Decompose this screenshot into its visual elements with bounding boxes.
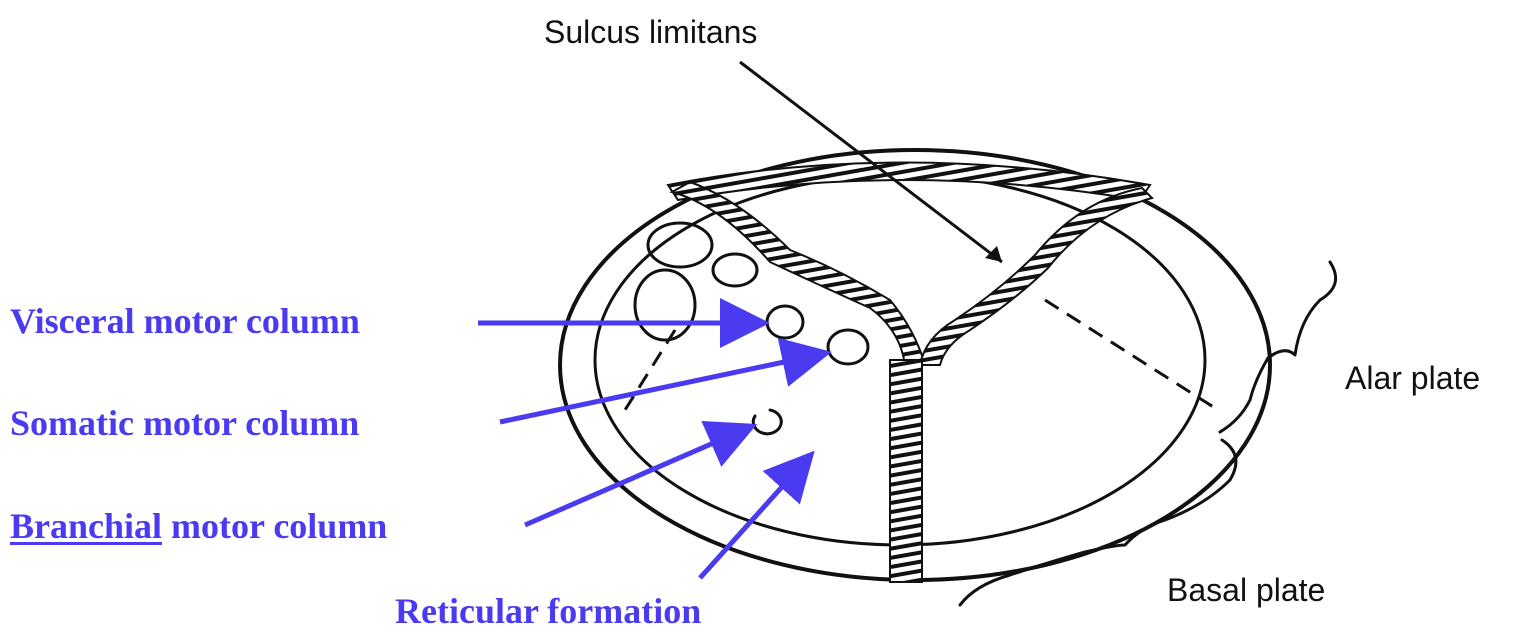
branchial-rest: motor column [162, 506, 387, 546]
ventricle-lining-right [920, 188, 1152, 365]
divider-dashed-left [625, 330, 675, 410]
ventricle-roof [668, 163, 1150, 201]
branchial-motor-label: Branchial motor column [10, 505, 387, 547]
alar-plate-brace [1220, 262, 1336, 432]
basal-plate-label: Basal plate [1167, 572, 1325, 609]
visceral-nucleus [767, 306, 803, 338]
reticular-arrow [700, 458, 808, 578]
sulcus-pointer-line [740, 62, 1002, 262]
reticular-formation-label: Reticular formation [395, 590, 701, 632]
divider-dashed-right [1045, 300, 1215, 408]
somatic-nucleus [828, 330, 868, 364]
sulcus-limitans-label: Sulcus limitans [544, 14, 757, 51]
visceral-motor-label: Visceral motor column [10, 300, 360, 342]
somatic-motor-label: Somatic motor column [10, 402, 359, 444]
median-raphe [890, 360, 922, 582]
alar-plate-label: Alar plate [1345, 360, 1480, 397]
ventricle-lining-left [672, 182, 925, 365]
sulcus-pointer-head [985, 246, 1002, 262]
nucleus-circle-2 [713, 254, 757, 286]
nucleus-circle-1 [648, 223, 712, 267]
branchial-word: Branchial [10, 506, 162, 546]
branchial-nucleus [753, 410, 781, 434]
nucleus-circle-3 [635, 270, 695, 340]
branchial-arrow [525, 428, 748, 525]
